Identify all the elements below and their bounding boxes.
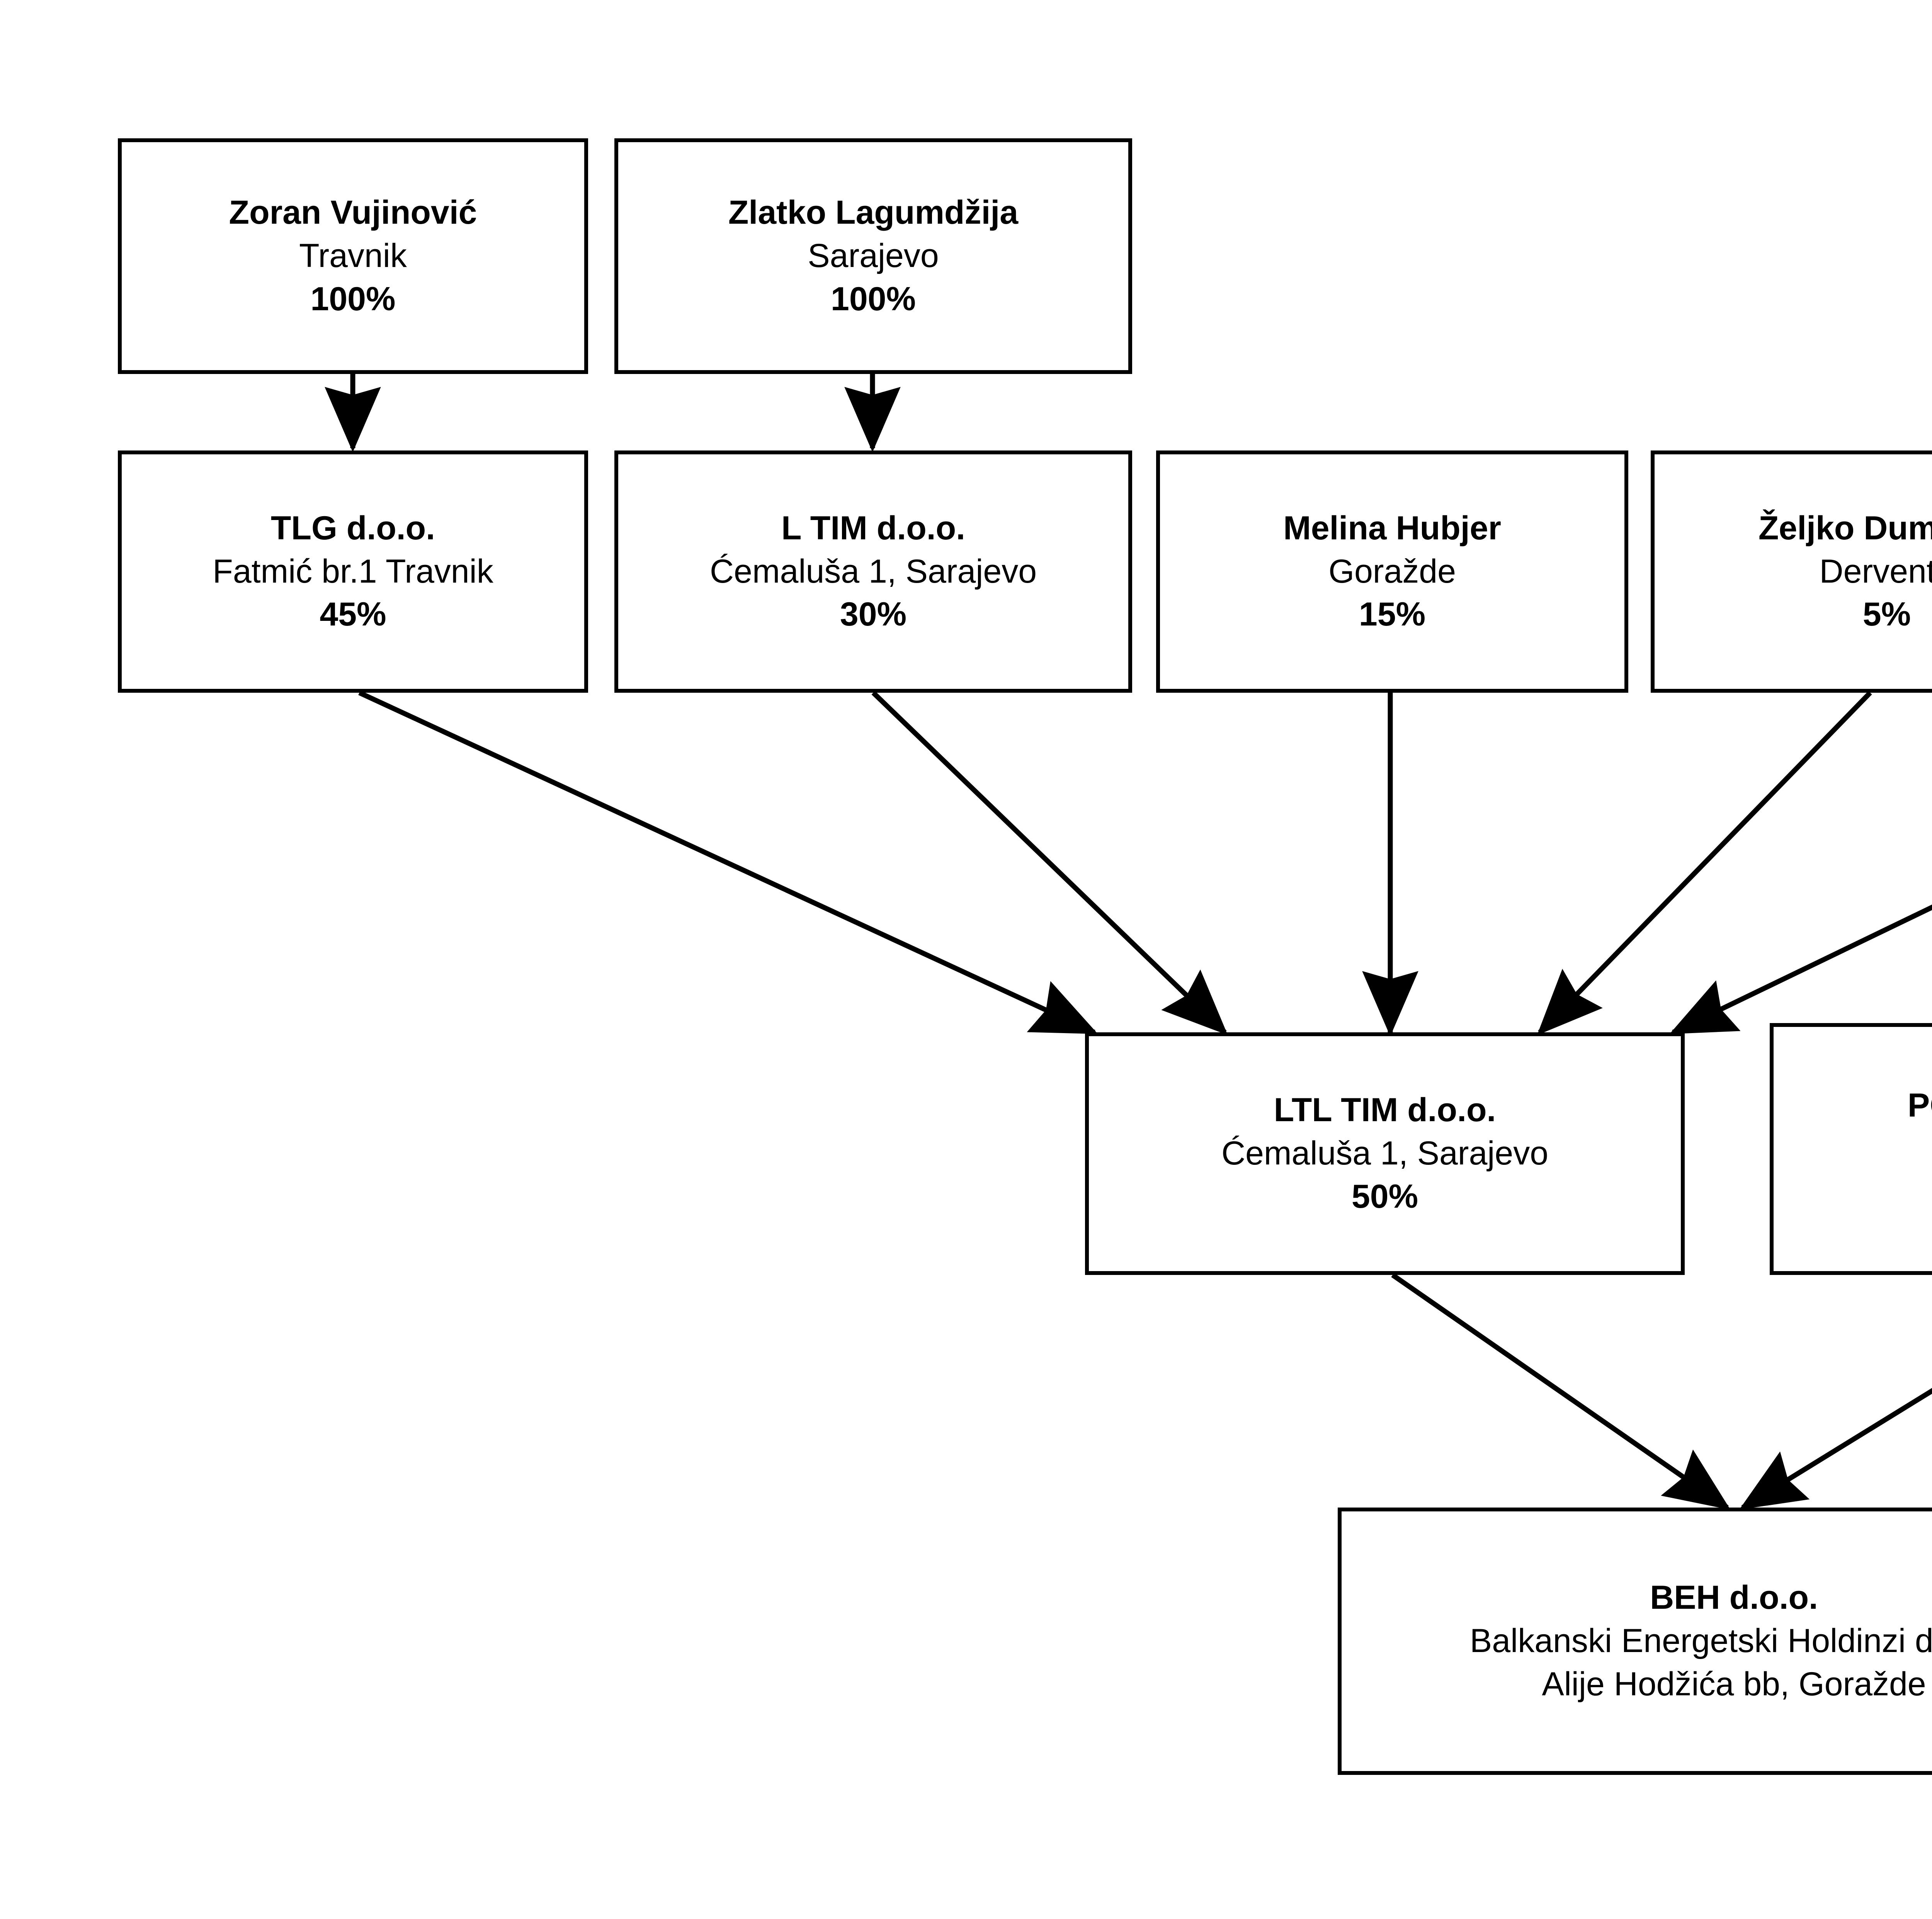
node-beh-doo[interactable]: BEH d.o.o. Balkanski Energetski Holdinzi… [1338, 1508, 1932, 1775]
node-place: Ćemaluša 1, Sarajevo [1221, 1135, 1549, 1172]
node-title: TLG d.o.o. [270, 509, 435, 547]
node-share: 15% [1359, 596, 1426, 633]
node-title: Zoran Vujinović [229, 194, 477, 231]
node-melina-hubjer[interactable]: Melina Hubjer Goražde 15% [1156, 450, 1628, 693]
node-place: Derventa [1819, 552, 1932, 590]
node-title: PONTEVISUM LLP ("PVP") [1907, 1087, 1932, 1124]
node-share: 100% [831, 280, 916, 318]
edge-ltltim-to-beh [1391, 1273, 1731, 1510]
node-fullname: Balkanski Energetski Holdinzi d.o.o. [1469, 1622, 1932, 1660]
edge-zeljko-to-ltltim [1537, 691, 1872, 1035]
node-place: Ćemaluša 1, Sarajevo [709, 552, 1037, 590]
node-zlatko-lagumdzija[interactable]: Zlatko Lagumdžija Sarajevo 100% [614, 138, 1132, 374]
edge-ltim-to-ltltim [871, 691, 1228, 1035]
node-place: Fatmić br.1 Travnik [213, 552, 493, 590]
node-l-tim-doo[interactable]: L TIM d.o.o. Ćemaluša 1, Sarajevo 30% [614, 450, 1132, 693]
node-share: 100% [310, 280, 396, 318]
node-place: Sarajevo [808, 237, 939, 275]
node-address: Alije Hodžića bb, Goražde [1542, 1665, 1926, 1703]
node-zoran-vujinovic[interactable]: Zoran Vujinović Travnik 100% [118, 138, 588, 374]
edge-tlg-to-ltltim [358, 690, 1098, 1035]
node-title: Melina Hubjer [1283, 509, 1501, 547]
node-share: 5% [1862, 596, 1911, 633]
node-pontevisum-llp[interactable]: PONTEVISUM LLP ("PVP") 198 High street, … [1770, 1023, 1932, 1275]
node-share: 50% [1774, 1171, 1932, 1214]
node-title: Zlatko Lagumdžija [728, 194, 1019, 231]
edge-husein-to-ltltim [1669, 904, 1932, 1035]
node-title: LTL TIM d.o.o. [1274, 1091, 1496, 1129]
node-title: BEH d.o.o. [1650, 1579, 1818, 1616]
node-title: L TIM d.o.o. [781, 509, 966, 547]
node-place: 198 High street, London [1774, 1127, 1932, 1171]
node-share: 50% [1351, 1178, 1418, 1215]
edge-pvp-to-beh [1739, 1388, 1932, 1510]
node-share: 30% [840, 596, 907, 633]
node-place: Goražde [1328, 552, 1456, 590]
node-zeljko-dumonjic[interactable]: Željko Dumonjić Derventa 5% [1651, 450, 1932, 693]
node-ltl-tim-doo[interactable]: LTL TIM d.o.o. Ćemaluša 1, Sarajevo 50% [1085, 1032, 1685, 1275]
node-title: Željko Dumonjić [1758, 509, 1932, 547]
node-place: Travnik [299, 237, 407, 275]
node-share: 45% [320, 596, 386, 633]
node-tlg-doo[interactable]: TLG d.o.o. Fatmić br.1 Travnik 45% [118, 450, 588, 693]
